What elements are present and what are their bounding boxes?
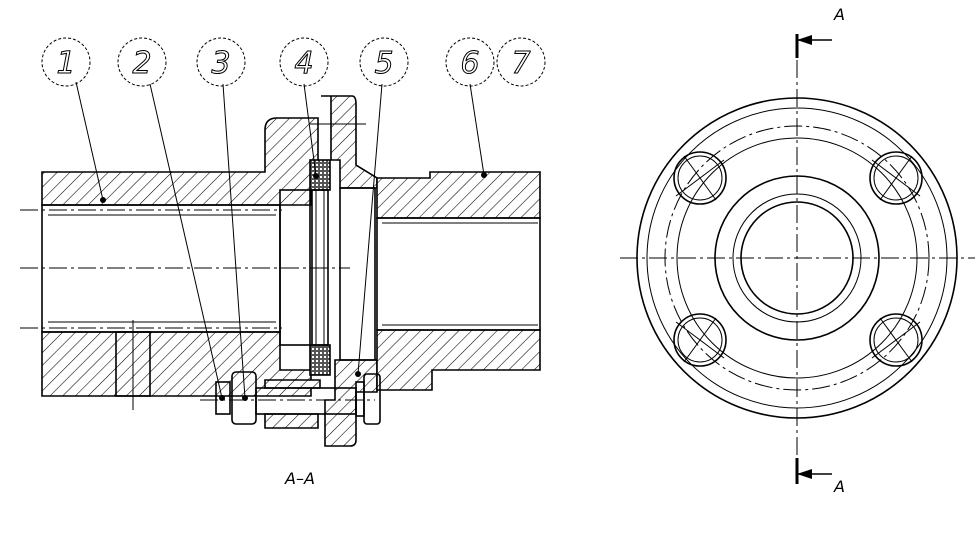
leader-lines <box>75 81 485 399</box>
bolt-head <box>363 373 381 425</box>
flange-plate-lower <box>324 359 378 447</box>
part-2-bolt-end <box>215 381 231 415</box>
leader-dots <box>100 172 487 401</box>
part-6-body-bottom <box>376 329 541 391</box>
balloon-5: 5 <box>359 37 409 87</box>
svg-text:5: 5 <box>374 46 393 81</box>
flange-plate <box>321 95 378 189</box>
balloon-6: 6 <box>445 37 495 87</box>
svg-text:7: 7 <box>511 46 530 81</box>
svg-text:1: 1 <box>56 46 75 81</box>
balloon-7: 7 <box>496 37 546 87</box>
section-label: A–A <box>284 469 315 488</box>
balloon-3: 3 <box>196 37 246 87</box>
part-1-body-top <box>41 117 319 206</box>
bolt-assembly <box>215 371 381 429</box>
part-6-body-top <box>376 171 541 219</box>
cut-marker-bottom: A <box>795 458 845 496</box>
balloon-4: 4 <box>279 37 329 87</box>
svg-text:A: A <box>833 5 845 24</box>
svg-text:3: 3 <box>211 46 230 81</box>
svg-text:4: 4 <box>294 46 313 81</box>
svg-text:A: A <box>833 477 845 496</box>
cut-marker-top: A <box>795 5 845 58</box>
part-4-seal-bottom <box>309 344 331 376</box>
section-view-a-a: 1 2 3 4 5 6 7 A–A <box>20 37 546 488</box>
balloon-2: 2 <box>117 37 167 87</box>
bolt-holes <box>673 151 923 367</box>
part-4-seal-top <box>309 159 331 191</box>
end-view: A A <box>620 5 975 496</box>
svg-text:6: 6 <box>460 46 479 81</box>
balloon-1: 1 <box>41 37 91 87</box>
svg-text:2: 2 <box>132 46 151 81</box>
